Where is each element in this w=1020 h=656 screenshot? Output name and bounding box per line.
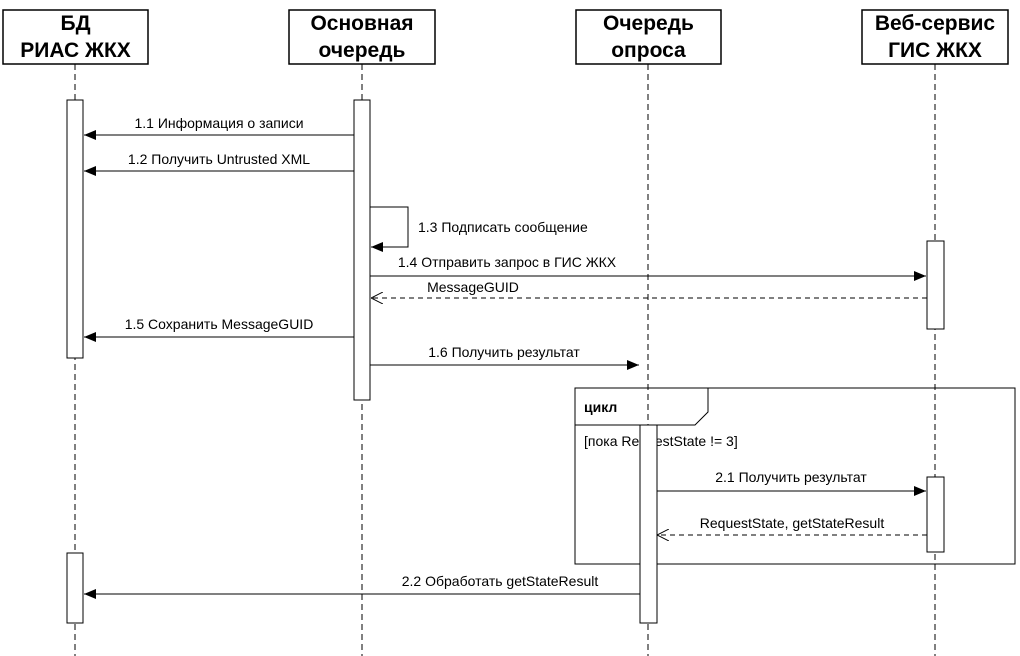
loop-frame: цикл [пока RequestState != 3] — [574, 387, 1016, 565]
message-1-6-label: 1.6 Получить результат — [428, 344, 580, 360]
participant-poll-line2: опроса — [611, 39, 686, 62]
message-1-6: 1.6 Получить результат — [370, 344, 639, 370]
message-1-1: 1.1 Информация о записи — [84, 115, 354, 140]
message-1-3-label: 1.3 Подписать сообщение — [418, 219, 588, 235]
message-return-2: RequestState, getStateResult — [657, 515, 927, 535]
message-1-5: 1.5 Сохранить MessageGUID — [84, 316, 354, 342]
message-1-5-label: 1.5 Сохранить MessageGUID — [125, 316, 314, 332]
message-1-2: 1.2 Получить Untrusted XML — [84, 151, 354, 176]
participant-db: БД РИАС ЖКХ — [2, 9, 149, 65]
participant-db-line1: БД — [60, 12, 90, 35]
participant-poll: Очередь опроса — [575, 9, 722, 65]
activation-poll — [639, 424, 658, 624]
message-1-4: 1.4 Отправить запрос в ГИС ЖКХ — [370, 254, 926, 281]
message-2-2-label: 2.2 Обработать getStateResult — [402, 573, 599, 589]
message-1-4-label: 1.4 Отправить запрос в ГИС ЖКХ — [398, 254, 617, 270]
loop-guard: [пока RequestState != 3] — [584, 433, 738, 449]
participant-gis-line2: ГИС ЖКХ — [888, 39, 982, 62]
message-1-3: 1.3 Подписать сообщение — [370, 206, 588, 252]
activation-gis-2 — [926, 476, 945, 553]
participant-gis-line1: Веб-сервис — [875, 12, 996, 35]
activation-db-1 — [66, 99, 84, 359]
message-return-1-label: MessageGUID — [427, 279, 519, 295]
message-1-2-label: 1.2 Получить Untrusted XML — [128, 151, 310, 167]
message-return-1: MessageGUID — [371, 279, 927, 298]
message-2-1-label: 2.1 Получить результат — [715, 469, 867, 485]
loop-title: цикл — [584, 399, 617, 415]
activation-main — [353, 99, 371, 401]
activation-gis-1 — [926, 240, 945, 330]
message-2-1: 2.1 Получить результат — [657, 469, 926, 496]
participant-main-line1: Основная — [310, 12, 413, 35]
activations — [66, 99, 945, 624]
participant-poll-line1: Очередь — [603, 12, 694, 35]
participant-db-line2: РИАС ЖКХ — [20, 39, 131, 62]
message-2-2: 2.2 Обработать getStateResult — [84, 573, 640, 599]
participant-gis: Веб-сервис ГИС ЖКХ — [861, 9, 1009, 65]
participant-main: Основная очередь — [288, 9, 436, 65]
message-1-1-label: 1.1 Информация о записи — [134, 115, 303, 131]
message-return-2-label: RequestState, getStateResult — [700, 515, 885, 531]
participant-main-line2: очередь — [319, 39, 406, 62]
activation-db-2 — [66, 552, 84, 624]
